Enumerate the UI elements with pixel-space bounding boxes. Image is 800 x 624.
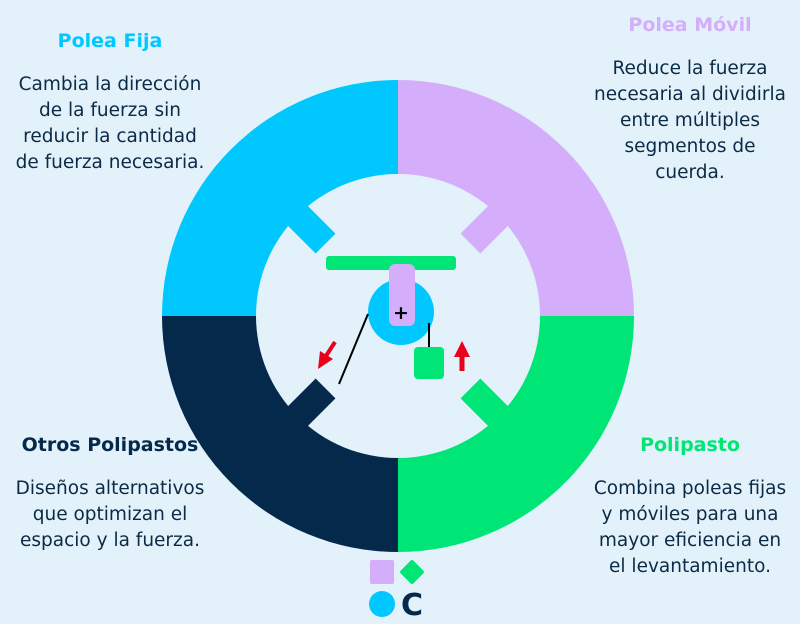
pulley-bracket	[389, 264, 415, 326]
load-weight	[414, 347, 444, 379]
ring-notch-movable-pulley	[460, 202, 512, 254]
ring-segment-other-hoists	[162, 316, 398, 552]
fixed-pulley-description: Cambia la dirección de la fuerza sin red…	[15, 74, 205, 173]
ring-segment-movable-pulley	[398, 80, 634, 316]
ring-segment-hoist	[398, 316, 634, 552]
rope-left	[338, 313, 369, 385]
ring-notch-other-hoists	[284, 378, 336, 430]
section-hoist: Polipasto Combina poleas fijas y móviles…	[590, 434, 790, 580]
movable-pulley-description: Reduce la fuerza necesaria al dividirla …	[594, 58, 786, 183]
section-movable-pulley: Polea Móvil Reduce la fuerza necesaria a…	[590, 14, 790, 186]
hoist-description: Combina poleas fijas y móviles para una …	[593, 478, 787, 577]
ring-notch-fixed-pulley	[284, 202, 336, 254]
other-hoists-description: Diseños alternativos que optimizan el es…	[15, 478, 205, 551]
arrow-lift-up-icon	[454, 341, 470, 371]
hoist-title: Polipasto	[640, 434, 740, 456]
ring-segment-fixed-pulley	[162, 80, 398, 316]
fixed-pulley-title: Polea Fija	[57, 30, 163, 52]
logo-square	[370, 560, 394, 584]
logo-diamond	[400, 560, 424, 584]
ceiling-beam	[326, 256, 456, 270]
logo-circle	[369, 591, 395, 617]
arrow-pull-down-icon	[318, 340, 337, 369]
section-fixed-pulley: Polea Fija Cambia la dirección de la fue…	[10, 30, 210, 176]
pulley-hub-symbol: +	[393, 302, 409, 324]
ring-notch-hoist	[460, 378, 512, 430]
brand-logo: C	[369, 560, 424, 623]
other-hoists-title: Otros Polipastos	[21, 434, 199, 456]
section-other-hoists: Otros Polipastos Diseños alternativos qu…	[10, 434, 210, 554]
logo-letter: C	[401, 588, 423, 623]
movable-pulley-title: Polea Móvil	[628, 14, 752, 36]
